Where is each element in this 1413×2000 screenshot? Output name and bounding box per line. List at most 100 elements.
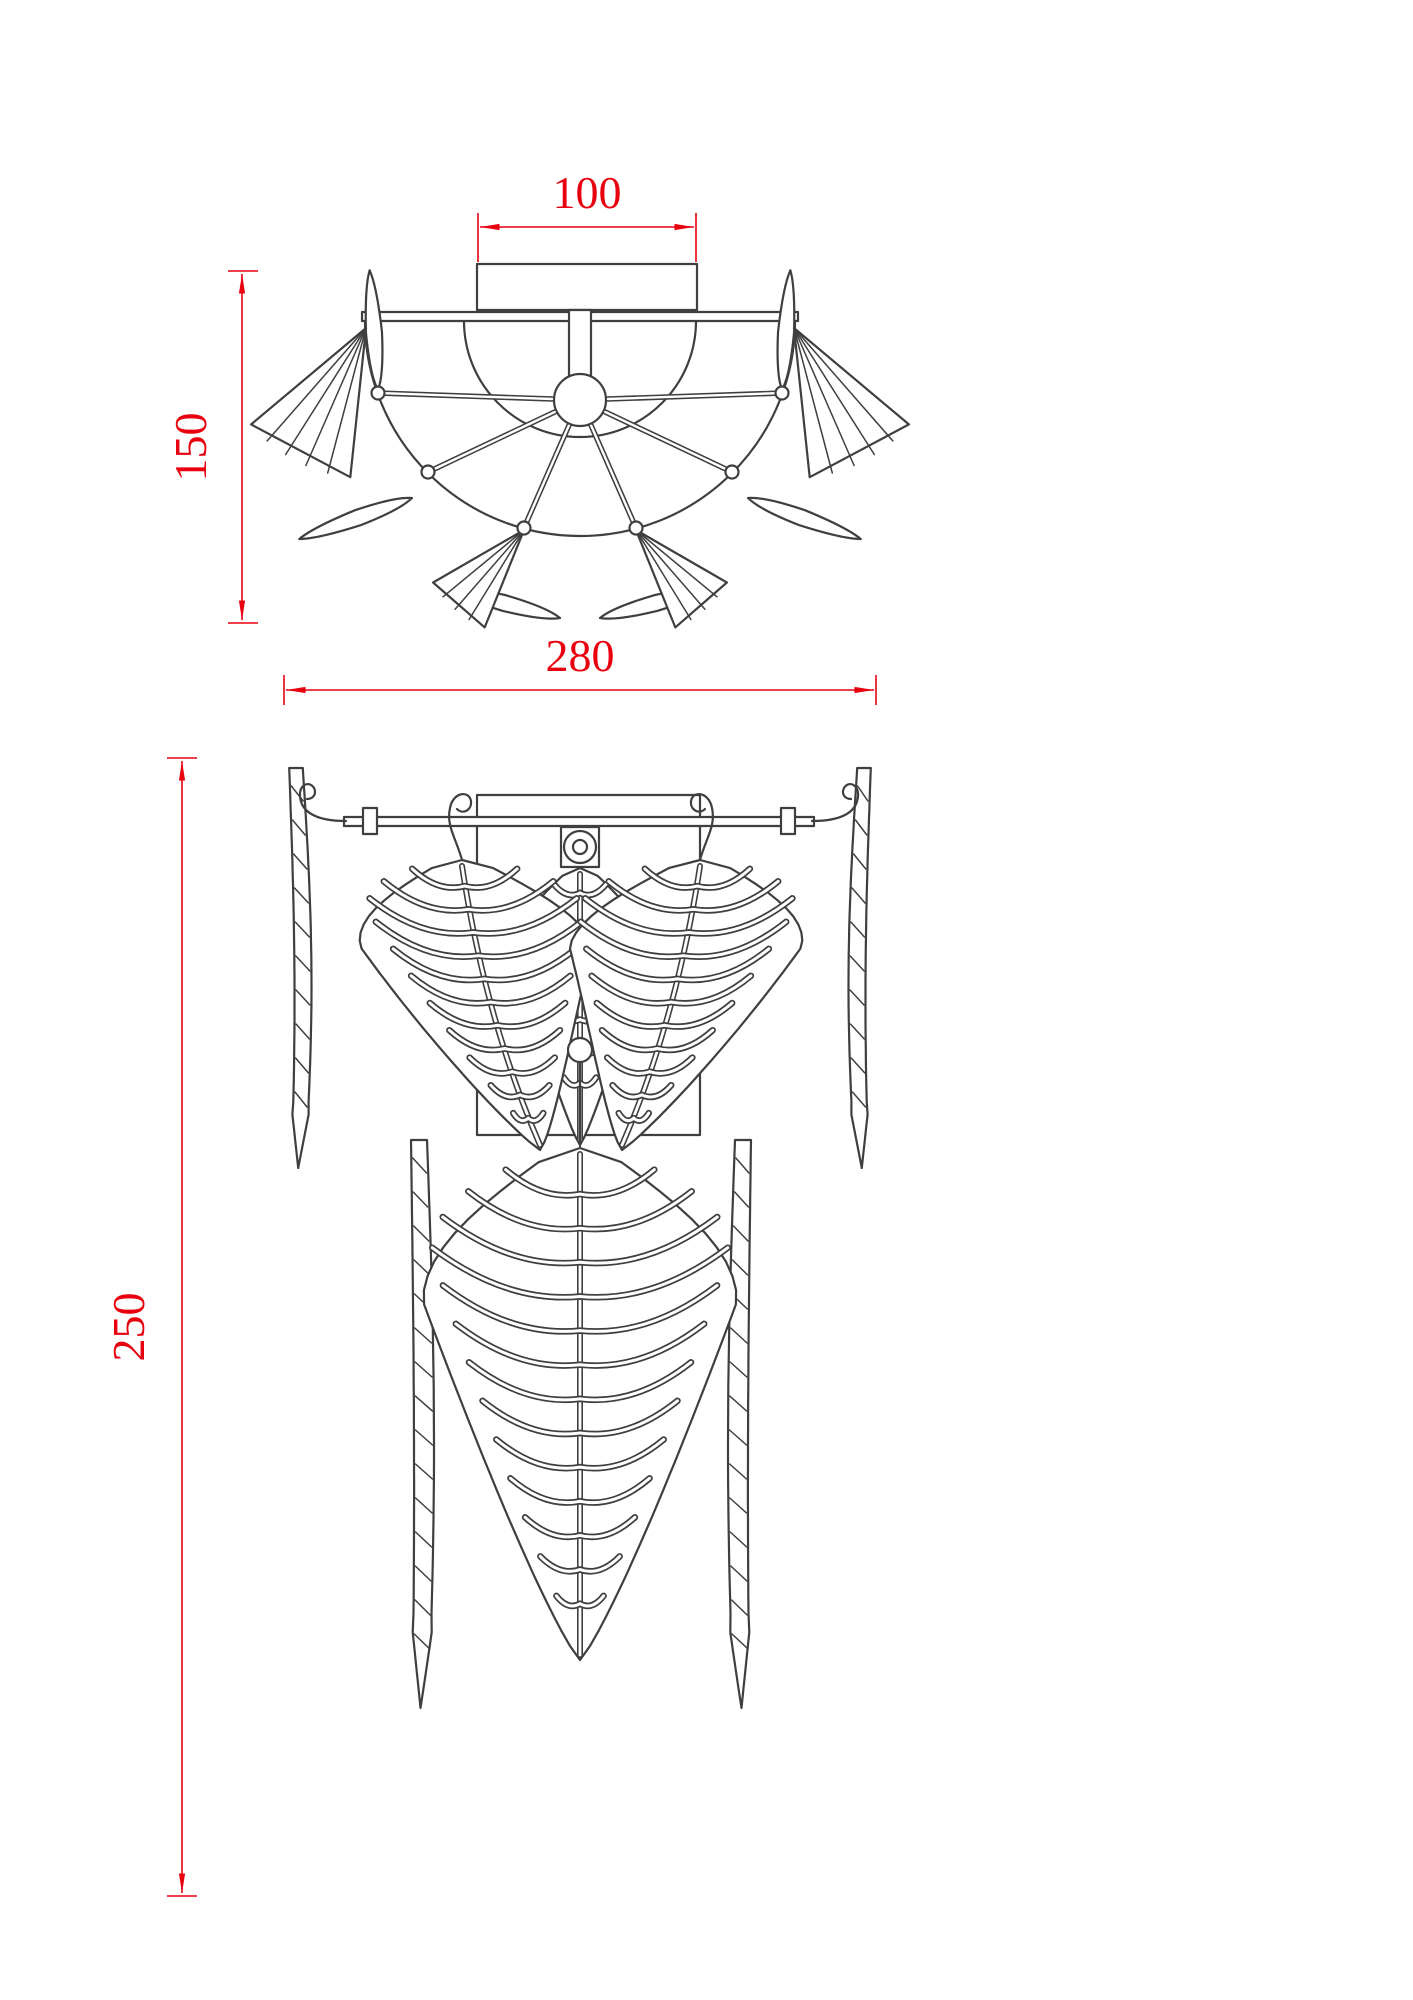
drawing-path: [481, 1399, 582, 1436]
center-hub: [552, 372, 608, 428]
drawing-path: [414, 1361, 433, 1378]
bar-clamp-right: [779, 806, 797, 836]
drawing-path: [856, 785, 869, 802]
drawing-path: [676, 947, 771, 982]
dimension-height-250: 250: [103, 757, 197, 1897]
crystal-strip-right: [847, 766, 872, 1170]
drawing-path: [663, 1001, 734, 1029]
drawing-path: [414, 1565, 432, 1582]
drawing-path: [294, 1091, 308, 1108]
drawing-path: [793, 327, 894, 442]
drawing-path: [590, 974, 673, 1005]
mounting-bar: [342, 815, 816, 828]
drawing-path: [617, 1111, 636, 1123]
drawing-path: [578, 1189, 694, 1231]
drawing-path: [851, 1091, 867, 1108]
drawing-path: [692, 879, 780, 912]
drawing-path: [413, 1259, 431, 1276]
drawing-path: [374, 920, 480, 959]
drawing-path: [850, 1057, 866, 1074]
drawing-path: [414, 1395, 434, 1412]
drawing-path: [454, 1322, 582, 1368]
bar-clamp-left: [361, 806, 379, 836]
drawing-path: [578, 1554, 622, 1573]
drawing-path: [606, 391, 784, 401]
drawing-path: [729, 1327, 748, 1344]
top-view-drawing: [250, 262, 910, 629]
dimension-label-250: 250: [103, 1293, 154, 1362]
drawing-path: [604, 410, 734, 474]
drawing-path: [729, 1361, 748, 1378]
inner-bowl-arc: [462, 319, 698, 439]
drawing-path: [504, 1168, 582, 1197]
drawing-path: [562, 1076, 582, 1087]
drawing-path: [640, 1083, 673, 1099]
drawing-path: [410, 867, 467, 890]
drawing-path: [635, 529, 706, 610]
drawing-path: [793, 327, 876, 456]
drawing-path: [731, 1259, 749, 1276]
drawing-path: [578, 1515, 637, 1539]
drawing-path: [732, 1225, 749, 1242]
drawing-path: [726, 1138, 753, 1710]
front-view: 280 250: [103, 630, 877, 1897]
drawing-path: [583, 896, 691, 935]
bar-hook-right: [810, 783, 860, 823]
drawing-path: [294, 1057, 310, 1074]
drawing-path: [605, 1056, 652, 1075]
drawing-path: [291, 819, 306, 836]
drawing-path: [494, 1438, 582, 1470]
drawing-path: [655, 1028, 715, 1052]
drawing-path: [578, 1322, 706, 1368]
center-stem: [567, 308, 593, 378]
drawing-path: [632, 1111, 651, 1123]
drawing-path: [442, 529, 525, 598]
drawing-path: [538, 1554, 582, 1573]
leaf-upper-left: [358, 858, 594, 1152]
drawing-path: [578, 1594, 606, 1608]
drawing-path: [447, 1028, 507, 1052]
drawing-path: [288, 766, 313, 1170]
socket-center: [571, 838, 589, 856]
drawing-path: [578, 1476, 652, 1505]
drawing-path: [792, 326, 910, 479]
drawing-path: [489, 1083, 522, 1099]
drawing-path: [463, 867, 519, 890]
joint: [774, 385, 790, 401]
crystal-strip-left: [288, 766, 313, 1170]
drawing-path: [414, 1531, 433, 1548]
drawing-path: [554, 1594, 582, 1608]
drawing-path: [368, 896, 475, 935]
drawing-path: [590, 424, 638, 530]
drawing-path: [295, 989, 311, 1006]
drawing-path: [391, 947, 486, 982]
drawing-path: [578, 1076, 598, 1087]
drawing-path: [412, 1225, 430, 1242]
drawing-path: [578, 882, 608, 897]
drawing-path: [578, 1438, 666, 1470]
drawing-path: [849, 989, 865, 1006]
drawing-path: [467, 879, 555, 912]
crystal-strip-lower-left: [409, 1138, 436, 1710]
drawing-path: [460, 864, 542, 1147]
drawing-path: [578, 1360, 693, 1402]
drawing-path: [266, 327, 367, 442]
drawing-path: [735, 1157, 750, 1174]
drawing-path: [292, 853, 308, 870]
scroll-hook-right: [689, 793, 714, 862]
drawing-path: [793, 327, 855, 467]
drawing-path: [468, 1056, 514, 1075]
drawing-path: [849, 1023, 866, 1040]
drawing-path: [284, 327, 367, 456]
dimension-label-150: 150: [165, 413, 216, 482]
drawing-path: [523, 1515, 582, 1539]
drawing-path: [295, 1023, 311, 1040]
drawing-path: [441, 1215, 582, 1265]
drawing-path: [414, 1429, 434, 1446]
drawing-path: [295, 955, 311, 972]
drawing-path: [526, 1111, 545, 1123]
drawing-path: [578, 1215, 719, 1265]
drawing-path: [441, 1283, 582, 1333]
dimension-height-150: 150: [165, 270, 258, 624]
